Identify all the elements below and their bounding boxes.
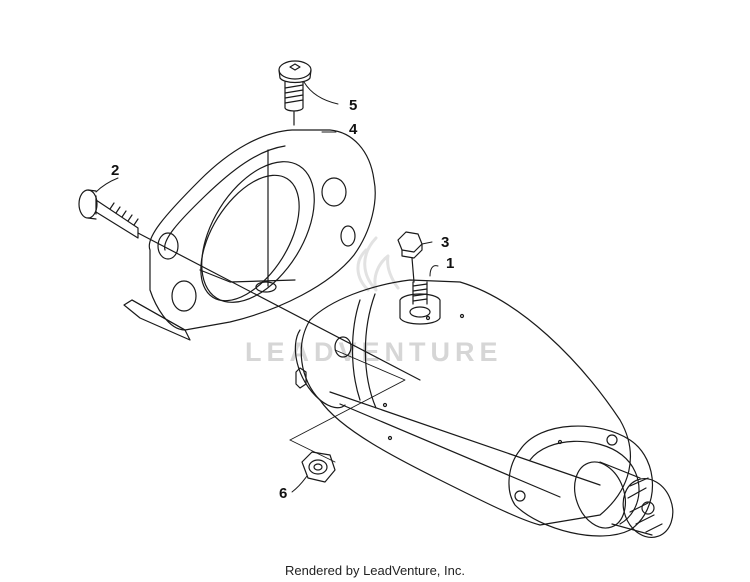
callout-leaders — [95, 81, 439, 493]
callout-3: 3 — [441, 234, 449, 251]
part-4-bracket — [123, 129, 376, 341]
part-5-screw — [278, 60, 312, 126]
part-3-nut — [397, 231, 423, 283]
part-2-bolt — [78, 189, 421, 381]
callout-1: 1 — [446, 255, 454, 272]
callout-2: 2 — [111, 162, 119, 179]
callout-4: 4 — [349, 121, 358, 138]
assembly-lines — [289, 349, 406, 463]
callout-6: 6 — [279, 485, 287, 502]
callout-5: 5 — [349, 97, 357, 114]
watermark-logo — [356, 236, 400, 292]
part-6-nut — [301, 451, 336, 483]
footer-credit: Rendered by LeadVenture, Inc. — [285, 563, 465, 578]
watermark: LEADVENTURE — [245, 337, 503, 367]
part-1-starter-motor — [294, 279, 674, 538]
